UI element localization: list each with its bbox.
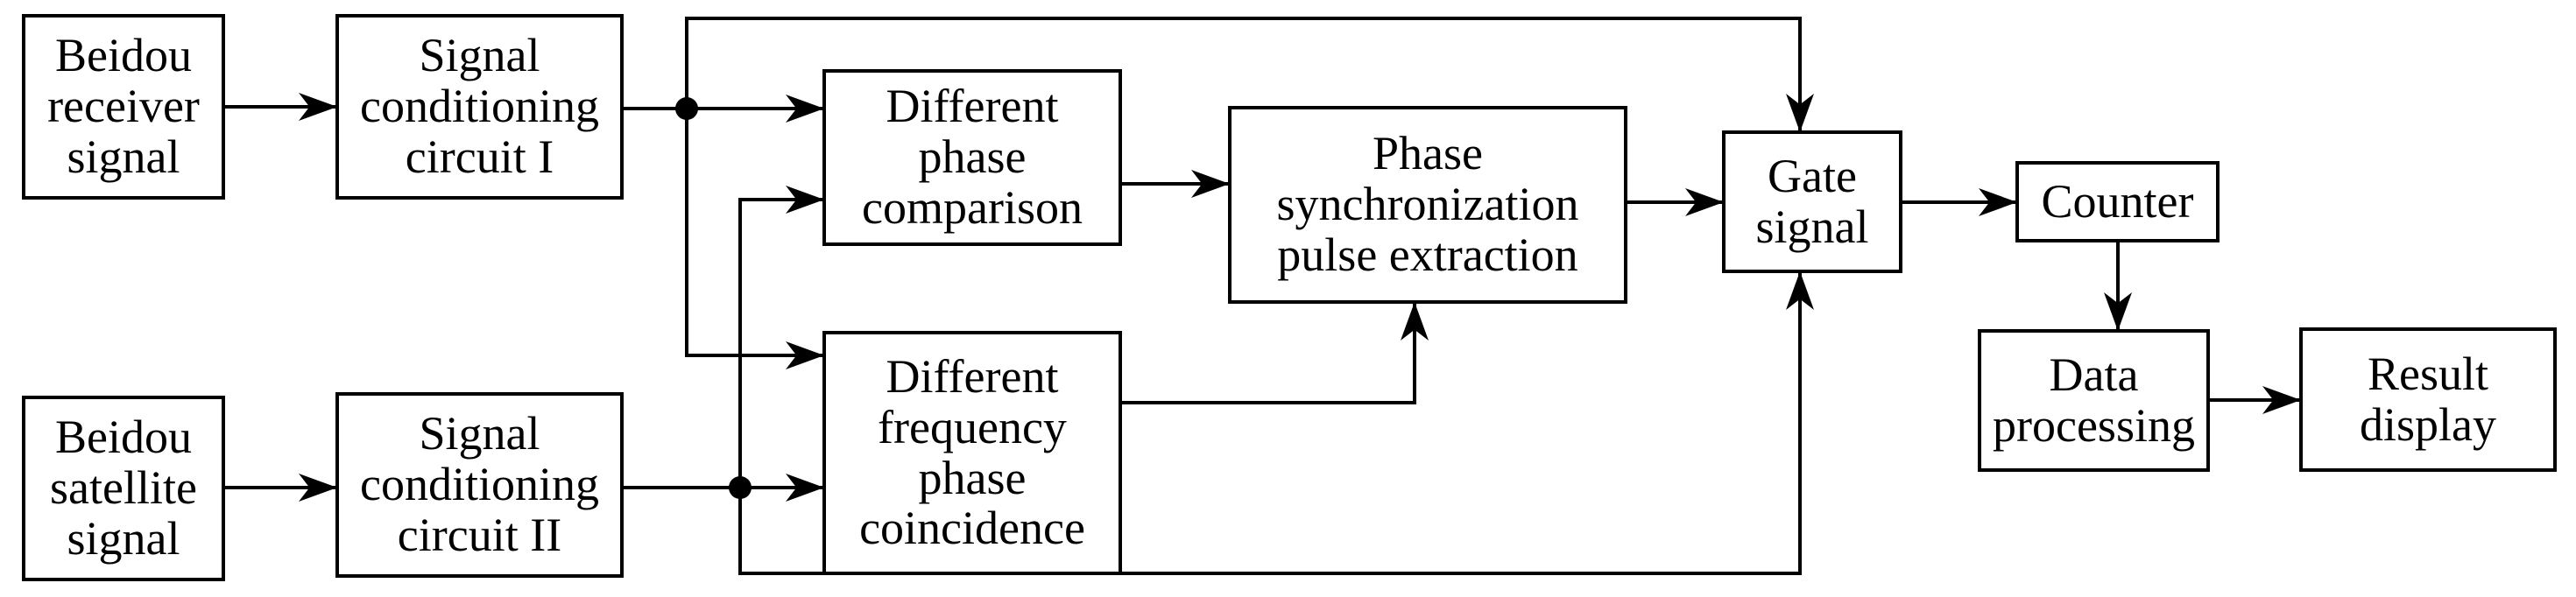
- node-box-result-display[interactable]: [2299, 327, 2557, 472]
- edge-satellite-to-sc2-arrowhead-icon: [299, 474, 337, 502]
- edge-dataproc-to-result-arrowhead-icon: [2262, 386, 2301, 414]
- edge-branch-up-to-dpc-arrowhead-icon: [786, 186, 824, 214]
- nodes-layer: [22, 14, 2557, 581]
- node-box-phase-sync-pulse-extraction[interactable]: [1228, 106, 1627, 304]
- edge-counter-to-dataproc-arrowhead-icon: [2104, 292, 2132, 331]
- edge-top-feedback-to-gate-arrowhead-icon: [1786, 94, 1814, 132]
- edge-sc1-to-junction: [622, 95, 824, 123]
- edge-gate-to-counter-arrowhead-icon: [1979, 188, 2017, 216]
- edges-layer: [223, 17, 2301, 575]
- edge-receiver-to-sc1-arrowhead-icon: [299, 93, 337, 121]
- node-box-counter[interactable]: [2015, 161, 2220, 242]
- junctions-layer: [675, 97, 752, 499]
- edge-receiver-to-sc1: [223, 93, 337, 121]
- node-box-signal-conditioning-ii[interactable]: [335, 392, 624, 578]
- edge-dfpc-to-phasesync-line: [1120, 302, 1416, 404]
- edge-dfpc-to-phasesync-arrowhead-icon: [1401, 302, 1429, 341]
- edge-top-feedback-to-gate: [685, 17, 1814, 132]
- edge-branch-down-to-gate: [738, 271, 1814, 575]
- node-box-signal-conditioning-i[interactable]: [335, 14, 624, 200]
- edge-sc2-to-junction: [622, 474, 824, 502]
- edge-junction-down-to-dpc-arrowhead-icon: [786, 341, 824, 369]
- edge-gate-to-counter: [1901, 188, 2017, 216]
- edge-junction-down-to-dpc-line: [685, 109, 824, 357]
- edge-branch-down-to-gate-arrowhead-icon: [1786, 271, 1814, 310]
- junction-bottom-dot-icon: [729, 476, 752, 499]
- edge-satellite-to-sc2: [223, 474, 337, 502]
- edge-top-feedback-to-gate-line: [685, 17, 1802, 132]
- edge-counter-to-dataproc: [2104, 241, 2132, 331]
- edge-sc2-to-junction-arrowhead-icon: [786, 474, 824, 502]
- node-box-beidou-satellite-signal[interactable]: [22, 396, 225, 581]
- edge-phasesync-to-gate: [1626, 188, 1724, 216]
- node-box-gate-signal[interactable]: [1722, 130, 1902, 273]
- node-box-beidou-receiver-signal[interactable]: [22, 14, 225, 200]
- node-box-data-processing[interactable]: [1978, 329, 2210, 472]
- edge-branch-down-to-gate-line: [738, 271, 1802, 575]
- node-box-different-phase-comparison[interactable]: [822, 69, 1122, 246]
- node-box-different-frequency-phase-coincidence[interactable]: [822, 331, 1122, 575]
- junction-top-dot-icon: [675, 97, 698, 120]
- edge-branch-up-to-dpc-line: [738, 198, 824, 488]
- edge-sc1-to-junction-arrowhead-icon: [786, 95, 824, 123]
- edge-dpc-to-phasesync-arrowhead-icon: [1191, 170, 1230, 198]
- edge-phasesync-to-gate-arrowhead-icon: [1685, 188, 1724, 216]
- edge-dfpc-to-phasesync: [1120, 302, 1429, 404]
- edge-junction-down-to-dpc: [685, 109, 824, 369]
- edge-branch-up-to-dpc: [738, 186, 824, 488]
- edge-dataproc-to-result: [2208, 386, 2301, 414]
- edge-dpc-to-phasesync: [1120, 170, 1230, 198]
